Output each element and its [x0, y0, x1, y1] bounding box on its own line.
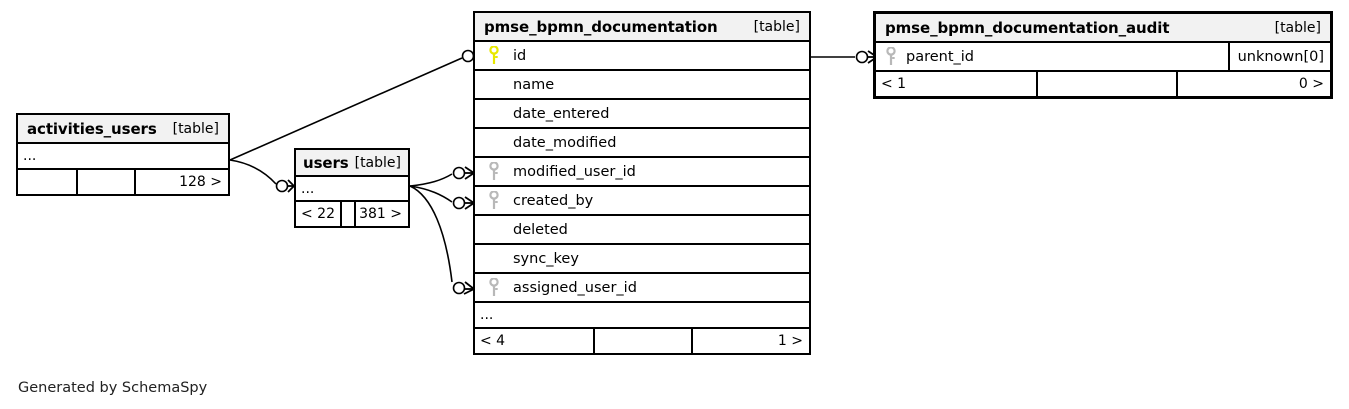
table-row[interactable]: sync_key: [475, 245, 809, 274]
table-type-tag: [table]: [354, 154, 401, 171]
column-name: assigned_user_id: [513, 279, 637, 296]
table-row[interactable]: id: [475, 42, 809, 71]
ellipsis-label: ...: [301, 180, 315, 197]
table-row[interactable]: parent_id unknown[0]: [876, 43, 1330, 72]
footer-outgoing-count[interactable]: 0 >: [1176, 72, 1330, 96]
footer-middle-cell: [1036, 72, 1176, 96]
column-name: id: [513, 47, 527, 64]
table-header: pmse_bpmn_documentation_audit [table]: [876, 14, 1330, 43]
no-key-spacer: [475, 129, 513, 156]
table-footer: < 4 1 >: [475, 329, 809, 353]
column-name: date_modified: [513, 134, 617, 151]
table-users[interactable]: users [table] ... < 22 381 >: [294, 148, 410, 228]
collapsed-columns-row: ...: [18, 144, 228, 170]
table-row[interactable]: modified_user_id: [475, 158, 809, 187]
column-name: deleted: [513, 221, 568, 238]
table-footer: < 22 381 >: [296, 202, 408, 226]
generator-credit: Generated by SchemaSpy: [18, 380, 208, 396]
ellipsis-label: ...: [480, 307, 494, 323]
table-row[interactable]: assigned_user_id: [475, 274, 809, 303]
footer-incoming-count[interactable]: < 4: [480, 333, 506, 349]
footer-incoming-count[interactable]: [18, 170, 76, 194]
footer-incoming-count[interactable]: < 1: [881, 76, 907, 92]
table-row[interactable]: created_by: [475, 187, 809, 216]
no-key-spacer: [475, 245, 513, 272]
ellipsis-label: ...: [23, 148, 37, 164]
table-type-tag: [table]: [1274, 19, 1321, 36]
column-name: created_by: [513, 192, 594, 209]
table-type-tag: [table]: [753, 18, 800, 35]
table-pmse-bpmn-documentation-audit[interactable]: pmse_bpmn_documentation_audit [table] pa…: [873, 11, 1333, 99]
foreign-key-icon: [876, 43, 906, 70]
table-row[interactable]: name: [475, 71, 809, 100]
table-row[interactable]: deleted: [475, 216, 809, 245]
column-name: modified_user_id: [513, 163, 636, 180]
table-type-tag: [table]: [172, 120, 219, 137]
footer-middle-cell: [340, 202, 354, 226]
footer-outgoing-count[interactable]: 381 >: [354, 202, 408, 226]
collapsed-columns-row: ...: [296, 177, 408, 202]
column-type: unknown[0]: [1227, 43, 1330, 70]
table-title: pmse_bpmn_documentation_audit: [885, 18, 1170, 37]
footer-outgoing-count[interactable]: 1 >: [691, 329, 809, 353]
table-title: activities_users: [27, 119, 157, 138]
table-row[interactable]: date_entered: [475, 100, 809, 129]
no-key-spacer: [475, 216, 513, 243]
table-header: users [table]: [296, 150, 408, 177]
column-name: date_entered: [513, 105, 610, 122]
footer-outgoing-count[interactable]: 128 >: [134, 170, 228, 194]
primary-key-icon: [475, 42, 513, 69]
foreign-key-icon: [475, 158, 513, 185]
table-footer: 128 >: [18, 170, 228, 194]
table-header: activities_users [table]: [18, 115, 228, 144]
table-activities-users[interactable]: activities_users [table] ... 128 >: [16, 113, 230, 196]
no-key-spacer: [475, 71, 513, 98]
table-footer: < 1 0 >: [876, 72, 1330, 96]
column-name: sync_key: [513, 250, 579, 267]
table-pmse-bpmn-documentation[interactable]: pmse_bpmn_documentation [table] id name …: [473, 11, 811, 355]
table-title: pmse_bpmn_documentation: [484, 17, 718, 36]
foreign-key-icon: [475, 274, 513, 301]
footer-middle-cell: [593, 329, 691, 353]
footer-incoming-count[interactable]: < 22: [301, 206, 335, 222]
footer-middle-cell: [76, 170, 134, 194]
foreign-key-icon: [475, 187, 513, 214]
collapsed-columns-row: ...: [475, 303, 809, 329]
table-row[interactable]: date_modified: [475, 129, 809, 158]
column-name: parent_id: [906, 48, 975, 65]
no-key-spacer: [475, 100, 513, 127]
table-title: users: [303, 153, 349, 172]
table-header: pmse_bpmn_documentation [table]: [475, 13, 809, 42]
column-name: name: [513, 76, 555, 93]
